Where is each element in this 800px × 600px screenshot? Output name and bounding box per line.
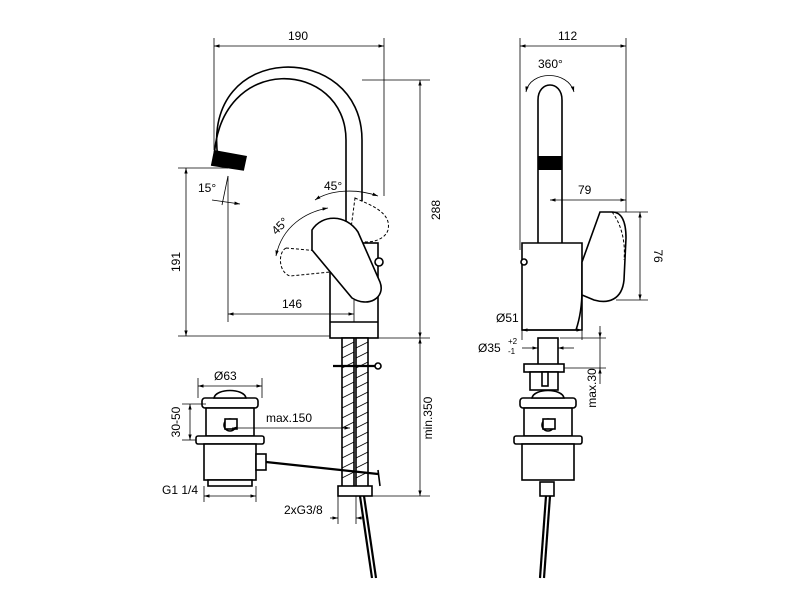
dim-190: 190 [288, 29, 308, 43]
dim-2xg3-8: 2xG3/8 [284, 503, 323, 517]
dim-35-tol-minus: -1 [508, 347, 516, 356]
side-body [520, 242, 583, 331]
dim-288: 288 [429, 200, 443, 220]
dim-30-50: 30-50 [169, 406, 183, 437]
side-spout [537, 84, 563, 243]
popup-rod [333, 362, 382, 370]
dim-35: Ø35 [478, 341, 501, 355]
dim-146: 146 [282, 297, 302, 311]
side-view: 112 360° 79 76 Ø51 Ø35 +2 -1 max.30 [478, 29, 665, 579]
dim-191: 191 [169, 252, 183, 272]
front-dimension-lines [178, 38, 430, 524]
front-view: 190 15° 45° 45° 191 288 146 min.350 Ø63 … [162, 29, 443, 579]
side-lever [581, 211, 627, 303]
dim-15-deg: 15° [198, 181, 216, 195]
dim-g1-1-4: G1 1/4 [162, 483, 198, 497]
flex-hoses [337, 337, 378, 579]
lever-angle-arcs [211, 175, 379, 257]
dim-min-350: min.350 [421, 396, 435, 439]
waste-assembly [195, 389, 381, 487]
dim-45-deg-down: 45° [269, 215, 292, 238]
dim-max-30: max.30 [585, 368, 599, 408]
dim-max-150: max.150 [266, 411, 312, 425]
rotation-arc [525, 75, 575, 93]
dim-360-deg: 360° [538, 57, 563, 71]
dim-63: Ø63 [214, 369, 237, 383]
dim-76: 76 [651, 249, 665, 263]
dim-45-deg-up: 45° [324, 179, 342, 193]
side-fixing [523, 337, 565, 391]
dim-79: 79 [578, 183, 592, 197]
dim-35-tol-plus: +2 [508, 337, 518, 346]
side-dimension-lines [519, 38, 648, 384]
dim-51: Ø51 [496, 311, 519, 325]
side-waste [513, 389, 583, 579]
spout [210, 66, 363, 243]
dim-112: 112 [558, 29, 577, 43]
